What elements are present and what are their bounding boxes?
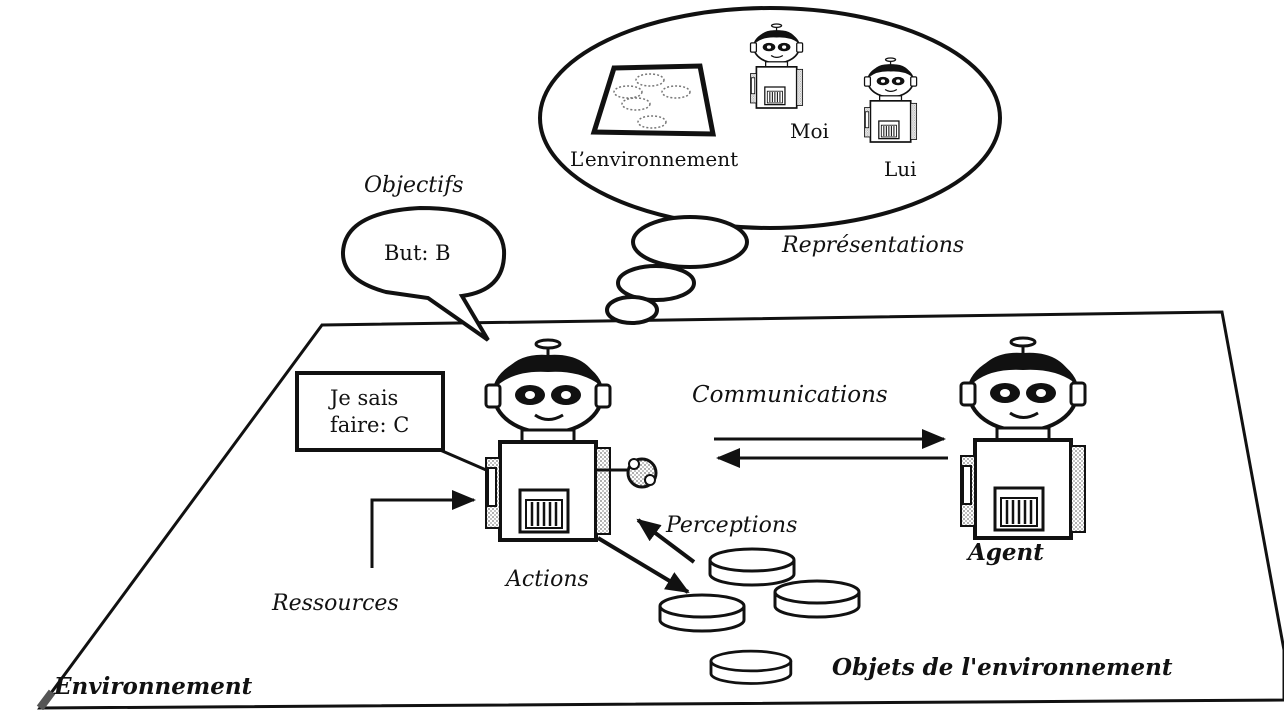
action-arrow: [596, 536, 690, 594]
environment-label: Environnement: [53, 673, 253, 700]
thought-bubble-small: [605, 295, 659, 325]
mini-environment-map: [590, 63, 717, 137]
object-disk-4: [709, 649, 793, 685]
object-disk-1: [708, 547, 796, 587]
environment-plane-corner: [36, 689, 56, 710]
env-small-label: L’environnement: [570, 147, 738, 171]
communications-label: Communications: [692, 382, 888, 408]
objectives-label: Objectifs: [364, 173, 464, 198]
thought-bubble-large: [631, 215, 749, 269]
skill-label-line1: Je sais: [328, 386, 398, 410]
main-robot: [484, 338, 658, 542]
me-label: Moi: [790, 119, 829, 143]
agent-label: Agent: [966, 539, 1044, 566]
resources-label: Ressources: [271, 591, 399, 616]
environment-plane: [37, 310, 1284, 710]
agent-robot: [959, 336, 1087, 540]
representation-bubble: [538, 6, 1002, 230]
perceptions-label: Perceptions: [665, 513, 797, 538]
skill-label-line2: faire: C: [330, 413, 409, 437]
goal-label: But: B: [384, 241, 451, 265]
resource-arrow: [370, 490, 476, 568]
object-disk-3: [658, 593, 746, 633]
object-disk-2: [773, 579, 861, 619]
him-label: Lui: [884, 157, 917, 181]
objectives-bubble: [340, 205, 507, 342]
objects-label: Objets de l'environnement: [832, 654, 1173, 681]
perception-arrow: [636, 518, 696, 564]
representations-label: Représentations: [781, 233, 964, 258]
skill-box: [295, 371, 445, 452]
thought-bubble-medium: [616, 264, 696, 302]
actions-label: Actions: [504, 567, 589, 592]
